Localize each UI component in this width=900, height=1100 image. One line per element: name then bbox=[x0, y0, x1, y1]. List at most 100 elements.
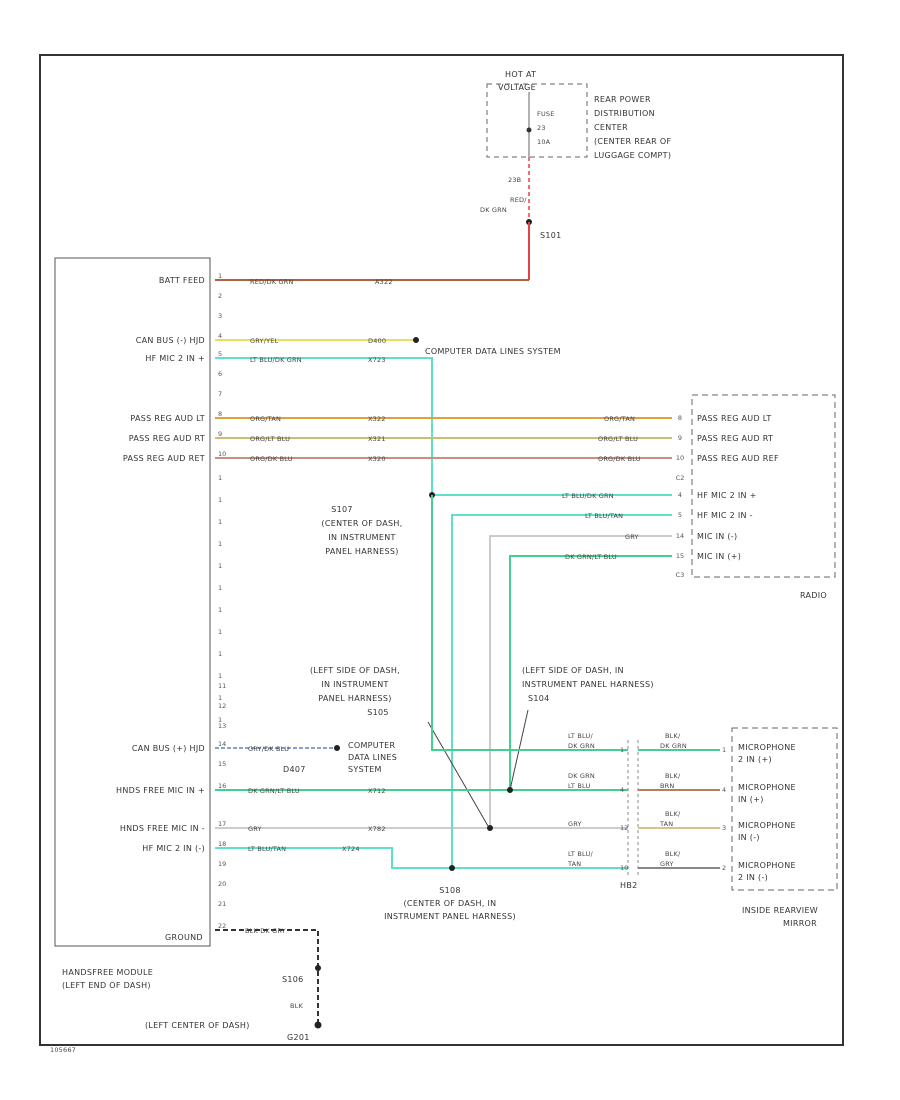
wire-hf2-plus-circ: X723 bbox=[368, 356, 386, 364]
wire-aud-lt-right: ORG/TAN bbox=[604, 415, 635, 423]
radio-pin-label: PASS REG AUD RT bbox=[697, 434, 773, 443]
module-pin-label: PASS REG AUD LT bbox=[130, 414, 205, 423]
cdls2-line-1: COMPUTER bbox=[348, 741, 396, 750]
s107-line-1: S107 bbox=[331, 505, 353, 514]
mirror-wire-color-b: GRY bbox=[660, 860, 674, 868]
module-pin-tick: 1 bbox=[218, 694, 222, 702]
mirror-wire-color-a: BLK/ bbox=[665, 732, 681, 740]
mirror-name-2: MIRROR bbox=[783, 919, 817, 928]
ground-g201-dot bbox=[314, 1021, 322, 1029]
module-name-2: (LEFT END OF DASH) bbox=[62, 981, 151, 990]
radio-wire-1: LT BLU/DK GRN bbox=[562, 492, 614, 500]
cdls2-line-3: SYSTEM bbox=[348, 765, 382, 774]
hb2-wire-color-a: LT BLU/ bbox=[568, 732, 593, 740]
mirror-item-label: MICROPHONE bbox=[738, 783, 796, 792]
module-pin-tick: 1 bbox=[218, 716, 222, 724]
module-pin-number: 3 bbox=[218, 312, 222, 320]
wire-aud-ret-right: ORG/DK BLU bbox=[598, 455, 641, 463]
wire-ground bbox=[215, 929, 319, 1025]
wire-radio-mic-plus bbox=[509, 555, 672, 790]
hb2-wire-color-b: DK GRN bbox=[568, 742, 595, 750]
wire-can-plus-color: GRY/DK BLU bbox=[248, 745, 289, 753]
wire-aud-rt-color: ORG/LT BLU bbox=[250, 435, 290, 443]
module-pin-tick: 1 bbox=[218, 628, 222, 636]
module-pin-number: 13 bbox=[218, 722, 226, 730]
cdls-label: COMPUTER DATA LINES SYSTEM bbox=[425, 347, 561, 356]
module-pin-tick: 1 bbox=[218, 474, 222, 482]
mirror-wire-color-b: BRN bbox=[660, 782, 674, 790]
module-pin-label: HNDS FREE MIC IN + bbox=[116, 786, 205, 795]
splice-s106-dot bbox=[315, 965, 321, 971]
mirror-item-sublabel: IN (-) bbox=[738, 833, 760, 842]
mirror-pin-number: 4 bbox=[722, 786, 726, 794]
radio-pin-number: 10 bbox=[676, 454, 684, 462]
module-pin-number: 20 bbox=[218, 880, 226, 888]
module-pin-label: HNDS FREE MIC IN - bbox=[120, 824, 205, 833]
radio-pin-number: 4 bbox=[678, 491, 682, 499]
module-ground-label: GROUND bbox=[165, 933, 203, 942]
mirror-pin-number: 2 bbox=[722, 864, 726, 872]
hb2-wire-color-b: GRY bbox=[568, 820, 582, 828]
s106-label: S106 bbox=[282, 975, 304, 984]
module-pin-tick: 1 bbox=[218, 606, 222, 614]
s105-line-2: IN INSTRUMENT bbox=[321, 680, 388, 689]
wire-mic-plus-color: DK GRN/LT BLU bbox=[248, 787, 300, 795]
module-pin-number: 10 bbox=[218, 450, 226, 458]
d407-label: D407 bbox=[283, 765, 306, 774]
radio-pin-label: PASS REG AUD LT bbox=[697, 414, 772, 423]
splice-s104-dot bbox=[507, 787, 513, 793]
s108-line-2: (CENTER OF DASH, IN bbox=[404, 899, 497, 908]
hb2-wire-color-a: LT BLU/ bbox=[568, 850, 593, 858]
module-pin-number: 8 bbox=[218, 410, 222, 418]
wire-hf2-plus bbox=[215, 357, 672, 496]
radio-pin-number: 15 bbox=[676, 552, 684, 560]
wire-can-minus-color: GRY/YEL bbox=[250, 337, 279, 345]
module-pin-label: CAN BUS (+) HJD bbox=[132, 744, 205, 753]
g201-line-1: (LEFT CENTER OF DASH) bbox=[145, 1021, 250, 1030]
radio-wire-2: LT BLU/TAN bbox=[585, 512, 623, 520]
wire-aud-lt-color: ORG/TAN bbox=[250, 415, 281, 423]
wire-aud-ret-color: ORG/DK BLU bbox=[250, 455, 293, 463]
mirror-item-label: MICROPHONE bbox=[738, 743, 796, 752]
mirror-wire-color-a: BLK/ bbox=[665, 850, 681, 858]
wire-23b-color1: RED/ bbox=[510, 196, 527, 204]
module-pin-label: HF MIC 2 IN (-) bbox=[142, 844, 205, 853]
radio-pin-label: PASS REG AUD REF bbox=[697, 454, 779, 463]
mirror-pin-number: 1 bbox=[722, 746, 726, 754]
wire-ground-color: BLK DK GRY bbox=[245, 927, 286, 935]
radio-pin-number: 14 bbox=[676, 532, 684, 540]
s104-line-2: INSTRUMENT PANEL HARNESS) bbox=[522, 680, 654, 689]
module-pin-label: PASS REG AUD RT bbox=[129, 434, 205, 443]
s107-line-3: IN INSTRUMENT bbox=[328, 533, 395, 542]
radio-box bbox=[691, 394, 836, 578]
can-minus-end-dot bbox=[413, 337, 419, 343]
figure-number: 105667 bbox=[50, 1046, 76, 1054]
module-pin-number: 21 bbox=[218, 900, 226, 908]
module-pin-number: 9 bbox=[218, 430, 222, 438]
radio-name: RADIO bbox=[800, 591, 827, 600]
module-pin-tick: 1 bbox=[218, 496, 222, 504]
module-pin-number: 6 bbox=[218, 370, 222, 378]
s105-leader bbox=[427, 721, 489, 827]
module-pin-number: 22 bbox=[218, 922, 226, 930]
wire-mic-minus-circ: X782 bbox=[368, 825, 386, 833]
hb2-wire-color-a: DK GRN bbox=[568, 772, 595, 780]
hot-at-label: HOT AT bbox=[505, 70, 536, 79]
wire-hf2-plus-color: LT BLU/DK GRN bbox=[250, 356, 302, 364]
radio-pin-label: HF MIC 2 IN - bbox=[697, 511, 753, 520]
mirror-item-label: MICROPHONE bbox=[738, 861, 796, 870]
radio-pin-label: MIC IN (-) bbox=[697, 532, 737, 541]
module-pin-number: 1 bbox=[218, 272, 222, 280]
radio-pin-number: 8 bbox=[678, 414, 682, 422]
fuse-label: FUSE bbox=[537, 110, 555, 118]
hb2-label: HB2 bbox=[620, 881, 638, 890]
mirror-wire-color-a: BLK/ bbox=[665, 810, 681, 818]
mirror-name-1: INSIDE REARVIEW bbox=[742, 906, 818, 915]
wire-radio-mic-minus bbox=[489, 535, 672, 828]
voltage-label: VOLTAGE bbox=[498, 83, 536, 92]
wire-can-minus-circ: D400 bbox=[368, 337, 386, 345]
